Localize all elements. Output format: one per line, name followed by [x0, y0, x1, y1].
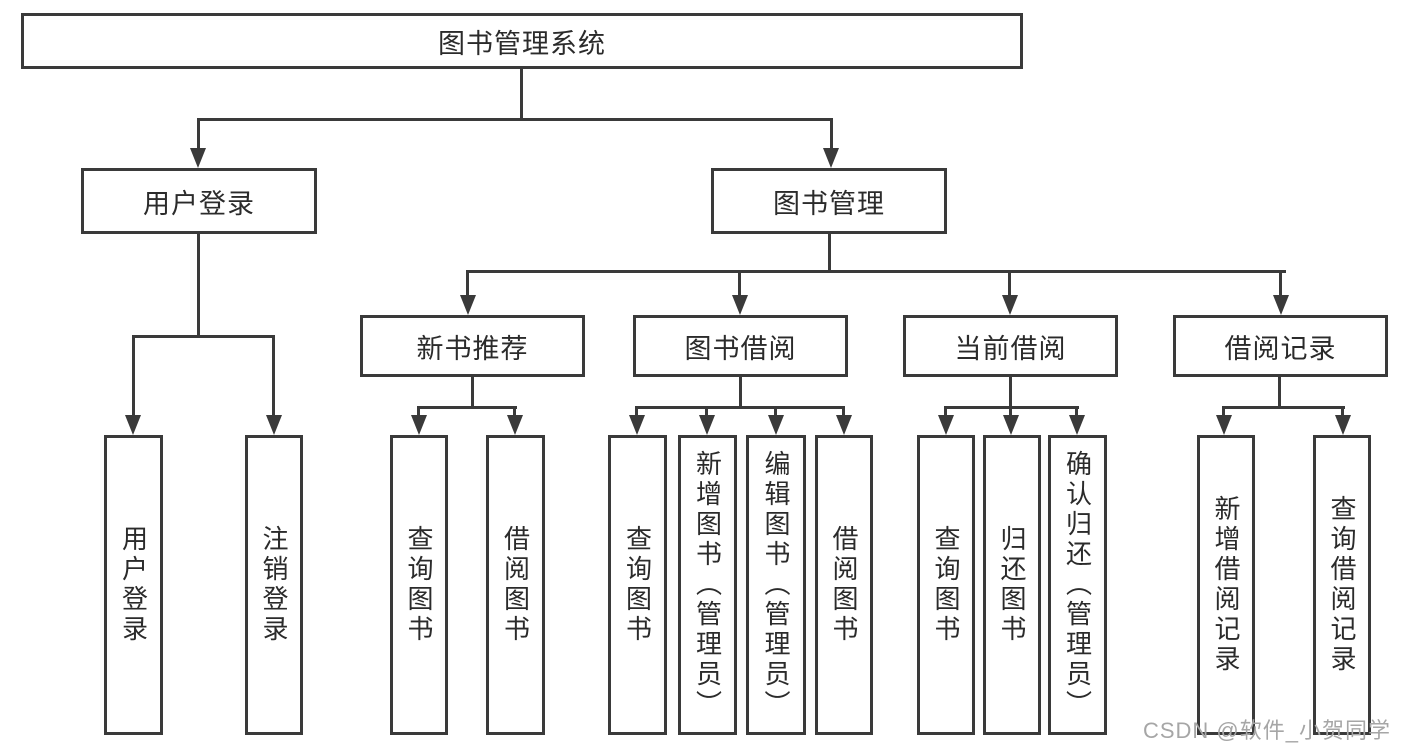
connector-records-rail	[1222, 406, 1345, 409]
connector-drop	[705, 406, 708, 417]
connector-drop	[1075, 406, 1078, 417]
connector-drop	[272, 335, 275, 416]
connector-drop	[1341, 406, 1344, 417]
connector-userlogin-rail	[132, 335, 275, 338]
connector-drop	[1008, 270, 1011, 297]
connector-root-rail	[197, 118, 833, 121]
leaf-label: 借阅图书	[829, 525, 859, 645]
leaf-label: 新增借阅记录	[1211, 495, 1241, 675]
leaf-borrow-borrow-books: 借阅图书	[815, 435, 873, 735]
arrow-down-icon	[411, 415, 427, 435]
arrow-down-icon	[823, 148, 839, 168]
connector-drop	[132, 335, 135, 416]
arrow-down-icon	[938, 415, 954, 435]
arrow-down-icon	[125, 415, 141, 435]
node-root-library-system: 图书管理系统	[21, 13, 1023, 69]
connector-drop	[417, 406, 420, 417]
connector-recommend-rail	[417, 406, 517, 409]
connector-bookmgmt-rail	[466, 270, 1286, 273]
connector-drop	[830, 118, 833, 150]
node-book-management: 图书管理	[711, 168, 947, 234]
leaf-recommend-query-books: 查询图书	[390, 435, 448, 735]
leaf-label: 新增图书（管理员）	[692, 450, 723, 720]
connector-drop	[1222, 406, 1225, 417]
leaf-user-login: 用户登录	[104, 435, 163, 735]
arrow-down-icon	[1069, 415, 1085, 435]
node-user-login: 用户登录	[81, 168, 317, 234]
node-borrow-records: 借阅记录	[1173, 315, 1388, 377]
arrow-down-icon	[1216, 415, 1232, 435]
arrow-down-icon	[629, 415, 645, 435]
connector-drop	[774, 406, 777, 417]
leaf-records-query-record: 查询借阅记录	[1313, 435, 1371, 735]
leaf-label: 查询借阅记录	[1327, 495, 1357, 675]
leaf-records-add-record: 新增借阅记录	[1197, 435, 1255, 735]
connector-drop	[1279, 270, 1282, 297]
leaf-label: 查询图书	[931, 525, 961, 645]
arrow-down-icon	[1003, 415, 1019, 435]
arrow-down-icon	[460, 295, 476, 315]
node-current-borrow: 当前借阅	[903, 315, 1118, 377]
connector-drop	[842, 406, 845, 417]
leaf-borrow-edit-books-admin: 编辑图书（管理员）	[746, 435, 806, 735]
connector-root-stem	[520, 68, 523, 120]
arrow-down-icon	[1335, 415, 1351, 435]
node-book-borrow: 图书借阅	[633, 315, 848, 377]
leaf-current-confirm-return-admin: 确认归还（管理员）	[1048, 435, 1107, 735]
arrow-down-icon	[699, 415, 715, 435]
connector-drop	[513, 406, 516, 417]
connector-borrow-rail	[635, 406, 845, 409]
connector-drop	[635, 406, 638, 417]
leaf-label: 借阅图书	[500, 525, 531, 645]
arrow-down-icon	[1002, 295, 1018, 315]
leaf-current-query-books: 查询图书	[917, 435, 975, 735]
connector-recommend-stem	[471, 376, 474, 409]
connector-drop	[1009, 406, 1012, 417]
leaf-label: 编辑图书（管理员）	[761, 450, 791, 720]
arrow-down-icon	[836, 415, 852, 435]
leaf-current-return-books: 归还图书	[983, 435, 1041, 735]
leaf-logout-login: 注销登录	[245, 435, 303, 735]
arrow-down-icon	[768, 415, 784, 435]
leaf-label: 查询图书	[404, 525, 434, 645]
leaf-label: 查询图书	[622, 525, 653, 645]
arrow-down-icon	[1273, 295, 1289, 315]
connector-drop	[197, 118, 200, 150]
leaf-borrow-query-books: 查询图书	[608, 435, 667, 735]
node-new-book-recommend: 新书推荐	[360, 315, 585, 377]
leaf-label: 注销登录	[259, 525, 289, 645]
leaf-recommend-borrow-books: 借阅图书	[486, 435, 545, 735]
connector-drop	[944, 406, 947, 417]
connector-userlogin-stem	[197, 234, 200, 338]
connector-current-stem	[1009, 376, 1012, 409]
connector-bookmgmt-stem	[828, 234, 831, 273]
connector-drop	[466, 270, 469, 297]
arrow-down-icon	[266, 415, 282, 435]
connector-drop	[738, 270, 741, 297]
arrow-down-icon	[190, 148, 206, 168]
leaf-label: 用户登录	[118, 525, 149, 645]
leaf-label: 归还图书	[997, 525, 1027, 645]
leaf-borrow-add-books-admin: 新增图书（管理员）	[678, 435, 737, 735]
connector-records-stem	[1278, 376, 1281, 409]
arrow-down-icon	[732, 295, 748, 315]
connector-borrow-stem	[739, 376, 742, 409]
csdn-watermark: CSDN @软件_小贺同学	[1142, 718, 1391, 743]
leaf-label: 确认归还（管理员）	[1062, 450, 1093, 720]
arrow-down-icon	[507, 415, 523, 435]
